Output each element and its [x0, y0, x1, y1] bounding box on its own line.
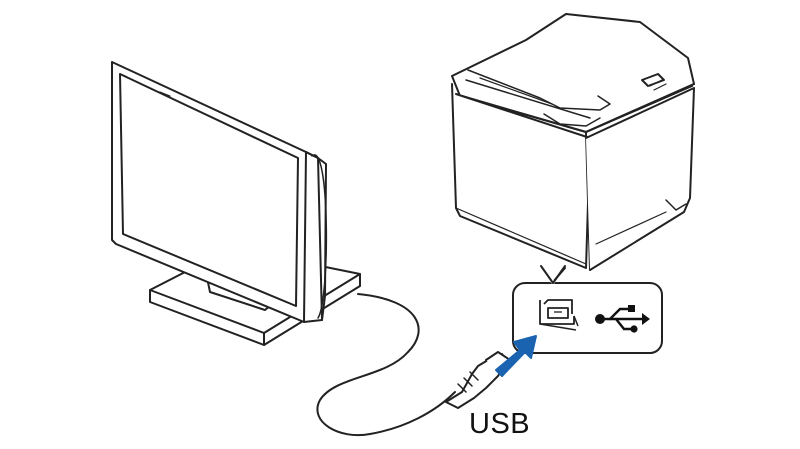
usb-label: USB [469, 408, 531, 440]
usb-trident-icon [595, 305, 650, 333]
printer-front [451, 83, 591, 269]
monitor-screen [119, 73, 299, 307]
usb-plug [445, 351, 511, 409]
usb-cable [316, 293, 456, 437]
monitor [111, 61, 361, 346]
printer [451, 13, 695, 271]
insert-arrow-icon [495, 335, 537, 377]
usb-port-icon [539, 299, 579, 331]
printer-side [585, 87, 695, 271]
printer-button [641, 73, 665, 87]
